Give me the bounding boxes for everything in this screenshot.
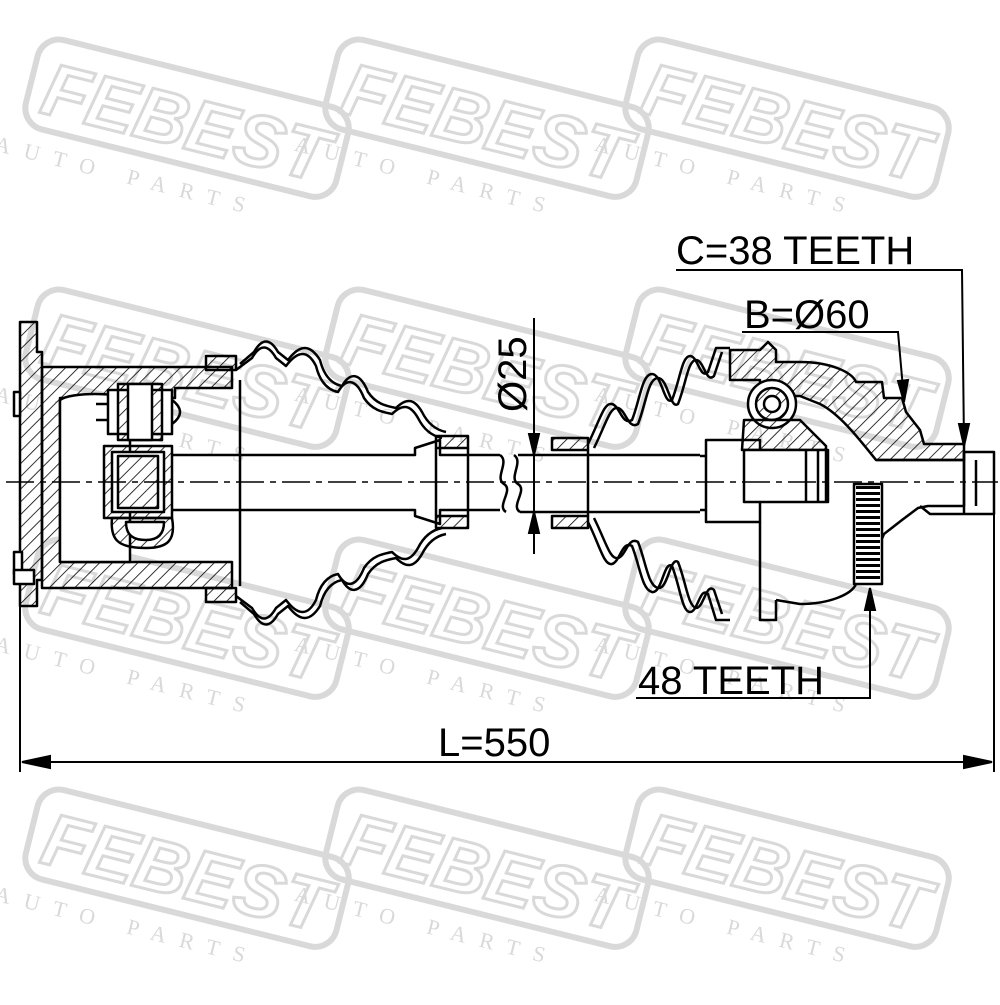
abs-tooth: [856, 528, 880, 531]
abs-teeth-label: 48 TEETH: [638, 659, 824, 703]
abs-tooth: [856, 486, 880, 489]
shaft-diameter-label: Ø25: [491, 336, 535, 412]
b-dia-leader: [742, 331, 905, 401]
abs-tooth: [856, 552, 880, 555]
abs-tooth: [856, 516, 880, 519]
outer-cv-joint: [728, 340, 996, 622]
shaft-dia-arrow-top: [527, 433, 541, 456]
abs-teeth-arrow: [863, 587, 877, 611]
b-dia-arrow: [896, 378, 910, 403]
abs-tooth: [856, 492, 880, 495]
abs-tooth: [856, 534, 880, 537]
length-arrow-right: [963, 754, 993, 770]
b-diameter-label: B=Ø60: [744, 293, 870, 337]
outer-boot: [550, 346, 762, 622]
c-teeth-label: C=38 TEETH: [676, 229, 914, 273]
labels: C=38 TEETH B=Ø60 Ø25 48 TEETH L=550: [438, 229, 914, 765]
c-teeth-leader: [676, 269, 965, 445]
abs-tooth: [856, 570, 880, 573]
inner-boot: [204, 340, 470, 626]
main-shaft: [172, 438, 700, 526]
abs-tooth: [856, 498, 880, 501]
length-label: L=550: [438, 721, 550, 765]
abs-tooth: [856, 504, 880, 507]
abs-tooth: [856, 576, 880, 579]
abs-tooth: [856, 546, 880, 549]
abs-tooth: [856, 558, 880, 561]
abs-tooth: [856, 564, 880, 567]
abs-tooth: [856, 522, 880, 525]
shaft-dia-arrow-bottom: [527, 511, 541, 534]
length-arrow-left: [21, 754, 51, 770]
shaft-assembly: [6, 320, 998, 626]
abs-tooth: [856, 510, 880, 513]
abs-tooth: [856, 540, 880, 543]
abs-teeth-leader: [636, 590, 871, 699]
c-teeth-arrow: [957, 423, 971, 447]
dimensions: [19, 269, 995, 772]
abs-ring-teeth: [856, 486, 880, 579]
